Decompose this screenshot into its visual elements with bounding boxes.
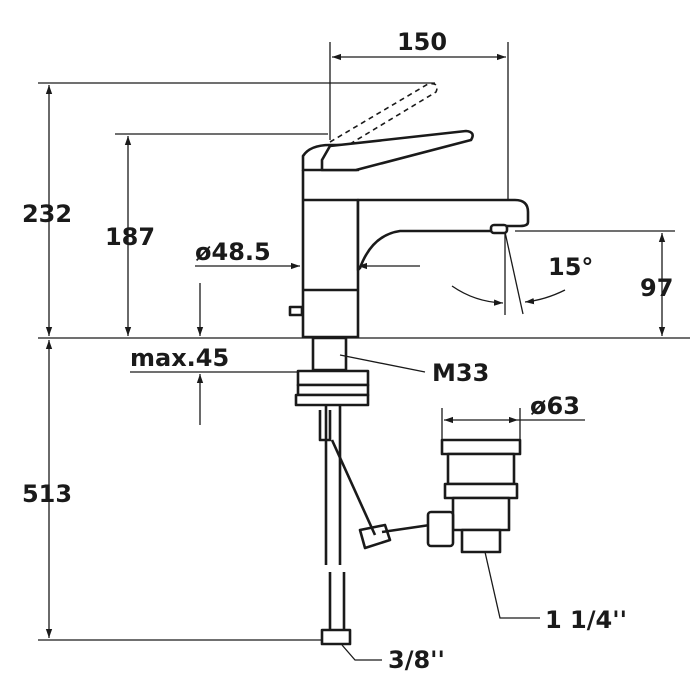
label-max45: max.45 (130, 344, 229, 372)
label-15-deg: 15° (548, 253, 593, 281)
reference-lines (38, 42, 690, 641)
linkage-rod (381, 523, 431, 534)
faucet-body (288, 82, 530, 339)
rod-clamp (358, 523, 392, 550)
body-column (301, 170, 360, 339)
drain-body-top (446, 452, 516, 486)
label-63: ø63 (530, 392, 580, 420)
label-m33: M33 (432, 359, 489, 387)
waste-leader (484, 551, 540, 619)
label-513: 513 (22, 480, 72, 508)
popup-knob (288, 305, 304, 317)
spout (356, 198, 530, 272)
drain-tailpiece (460, 528, 502, 554)
angle-arc-left (451, 285, 504, 306)
mounting-plate (294, 393, 370, 407)
label-187: 187 (105, 223, 155, 251)
angle-arc-right (524, 289, 566, 305)
drain-flange (440, 438, 522, 456)
popup-rod (330, 439, 377, 536)
drain-nut (443, 482, 519, 500)
hose-fitting (318, 410, 332, 442)
label-3-8: 3/8'' (388, 646, 445, 674)
lever-handle (320, 129, 474, 172)
label-232: 232 (22, 200, 72, 228)
drain-side-connector (426, 510, 455, 548)
mounting-assembly (294, 336, 431, 646)
waste-drain (426, 438, 522, 554)
hose-end-nut (320, 628, 352, 646)
leaders (339, 354, 540, 661)
label-97: 97 (640, 274, 673, 302)
mounting-nut (296, 369, 370, 387)
lever-open-position (329, 82, 438, 148)
label-150: 150 (397, 28, 447, 56)
mounting-washer (296, 383, 370, 397)
m33-leader (339, 354, 426, 373)
label-48-5: ø48.5 (195, 238, 271, 266)
hose-left (324, 405, 342, 565)
label-1-1-4: 1 1/4'' (545, 606, 627, 634)
spray-angle-line (504, 231, 524, 315)
threaded-shank (311, 336, 348, 372)
dimension-lines (45, 53, 666, 638)
hose-leader (341, 644, 382, 661)
dimension-labels: 150 232 187 ø48.5 15° 97 max.45 M33 ø63 … (22, 28, 673, 674)
aerator (489, 223, 509, 235)
hose-lower (328, 572, 346, 632)
drain-body (451, 496, 511, 532)
